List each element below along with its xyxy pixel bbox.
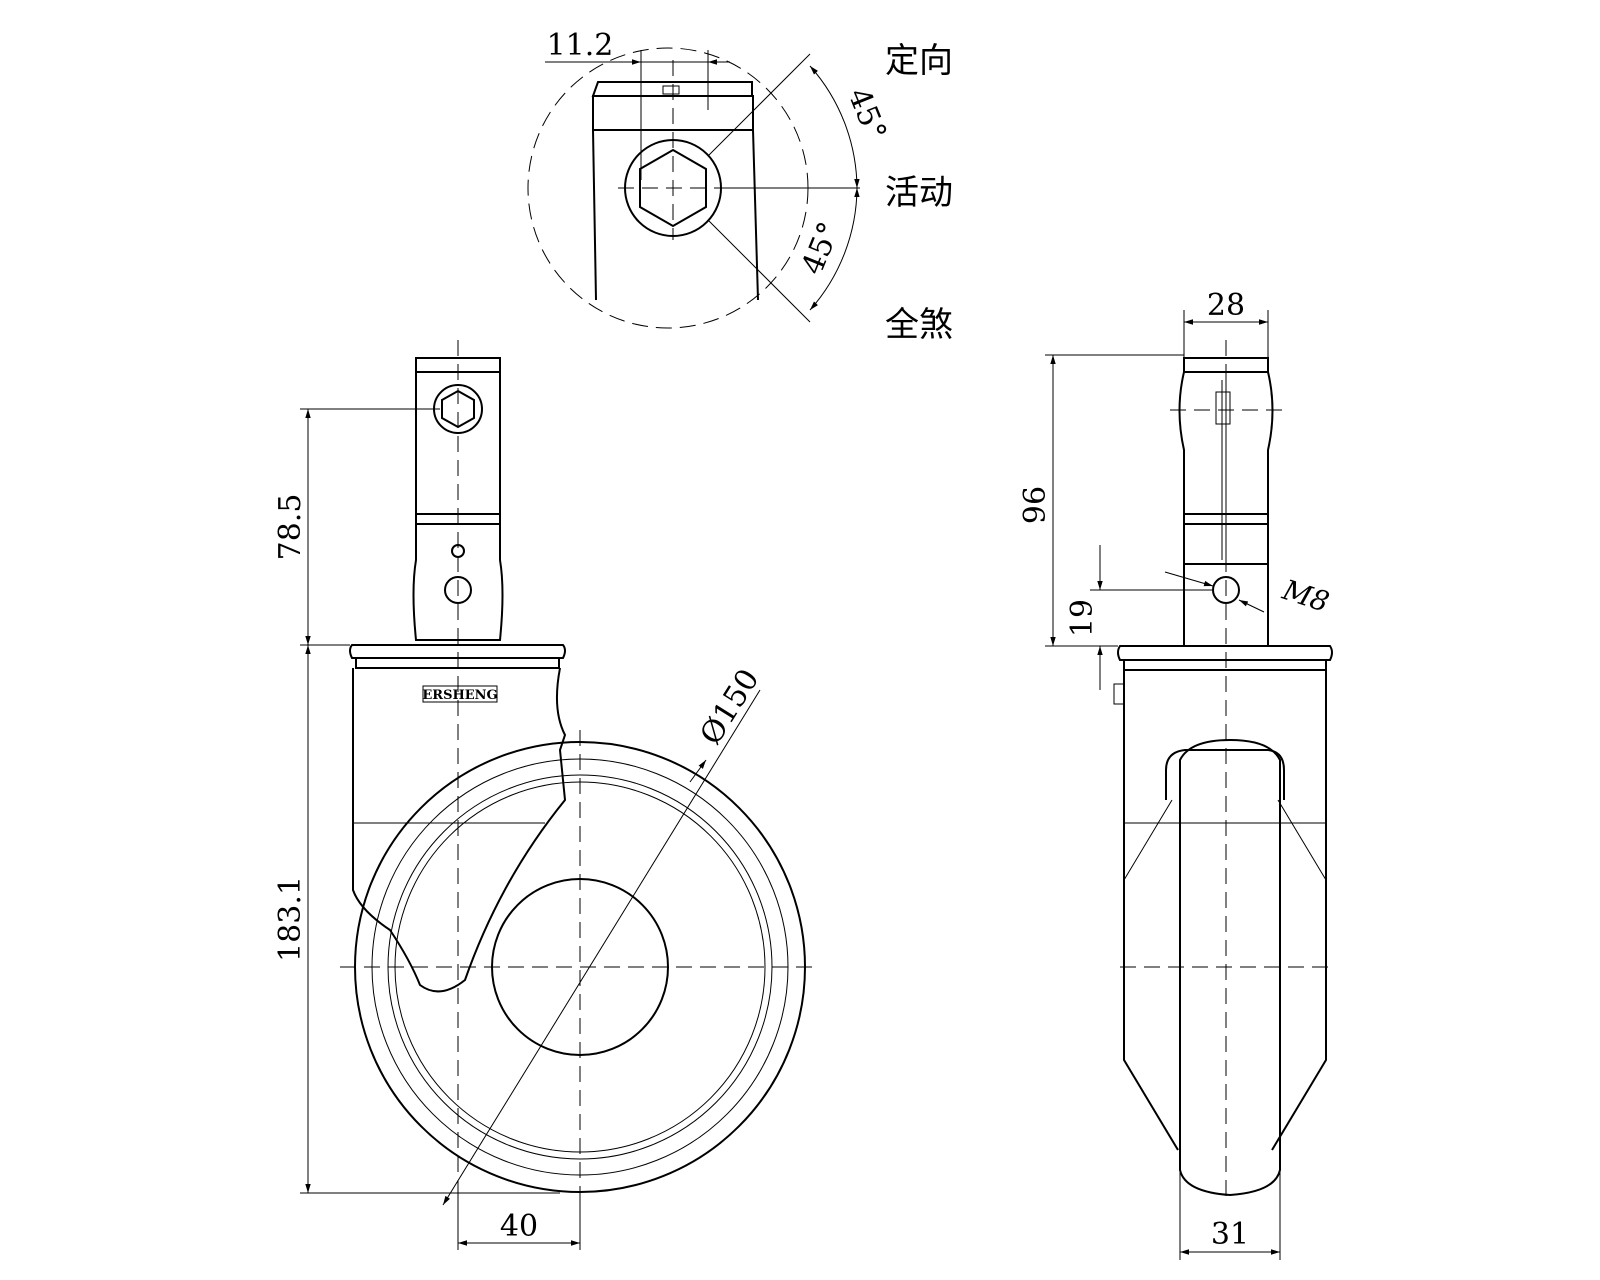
angle-upper-label: 45° — [841, 83, 893, 145]
dim-offset: 40 — [500, 1209, 538, 1244]
dim-stem-height: 96 — [1018, 486, 1053, 524]
front-view: ERSHENG Ø150 78.5 183.1 40 — [273, 340, 820, 1250]
m8-hole — [1212, 576, 1240, 604]
detail-view: 11.2 45° 45° 定向 活动 全煞 — [527, 28, 953, 345]
dim-stem-width: 28 — [1207, 288, 1245, 323]
dim-hex-width: 11.2 — [547, 28, 614, 63]
dim-hole-height: 19 — [1065, 599, 1100, 637]
label-swivel: 活动 — [885, 173, 953, 213]
dim-total-height: 183.1 — [273, 876, 308, 962]
side-view: 28 96 19 M8 31 — [1018, 288, 1333, 1260]
dim-wheel-width: 31 — [1211, 1217, 1249, 1252]
thread-label: M8 — [1278, 573, 1333, 619]
brand-label: ERSHENG — [422, 688, 497, 703]
hex-socket-icon — [639, 148, 707, 228]
dim-wheel-diameter: Ø150 — [693, 663, 766, 751]
label-fixed: 定向 — [885, 41, 953, 81]
brand-plate — [422, 685, 498, 703]
dim-upper-height: 78.5 — [273, 494, 308, 561]
label-brake: 全煞 — [885, 305, 953, 345]
